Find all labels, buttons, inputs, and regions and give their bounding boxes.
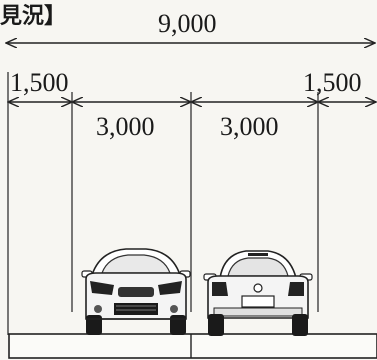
right-bay-width-label: 3,000 (220, 112, 279, 141)
left-bay-width-label: 3,000 (96, 112, 155, 141)
car-front-view (81, 248, 191, 335)
total-width-label: 9,000 (158, 9, 217, 38)
section-heading: 見況】 (0, 4, 67, 29)
ground-strip (8, 333, 377, 359)
left-margin-label: 1,500 (10, 68, 69, 97)
car-rear-view (203, 250, 313, 336)
right-margin-label: 1,500 (303, 68, 362, 97)
